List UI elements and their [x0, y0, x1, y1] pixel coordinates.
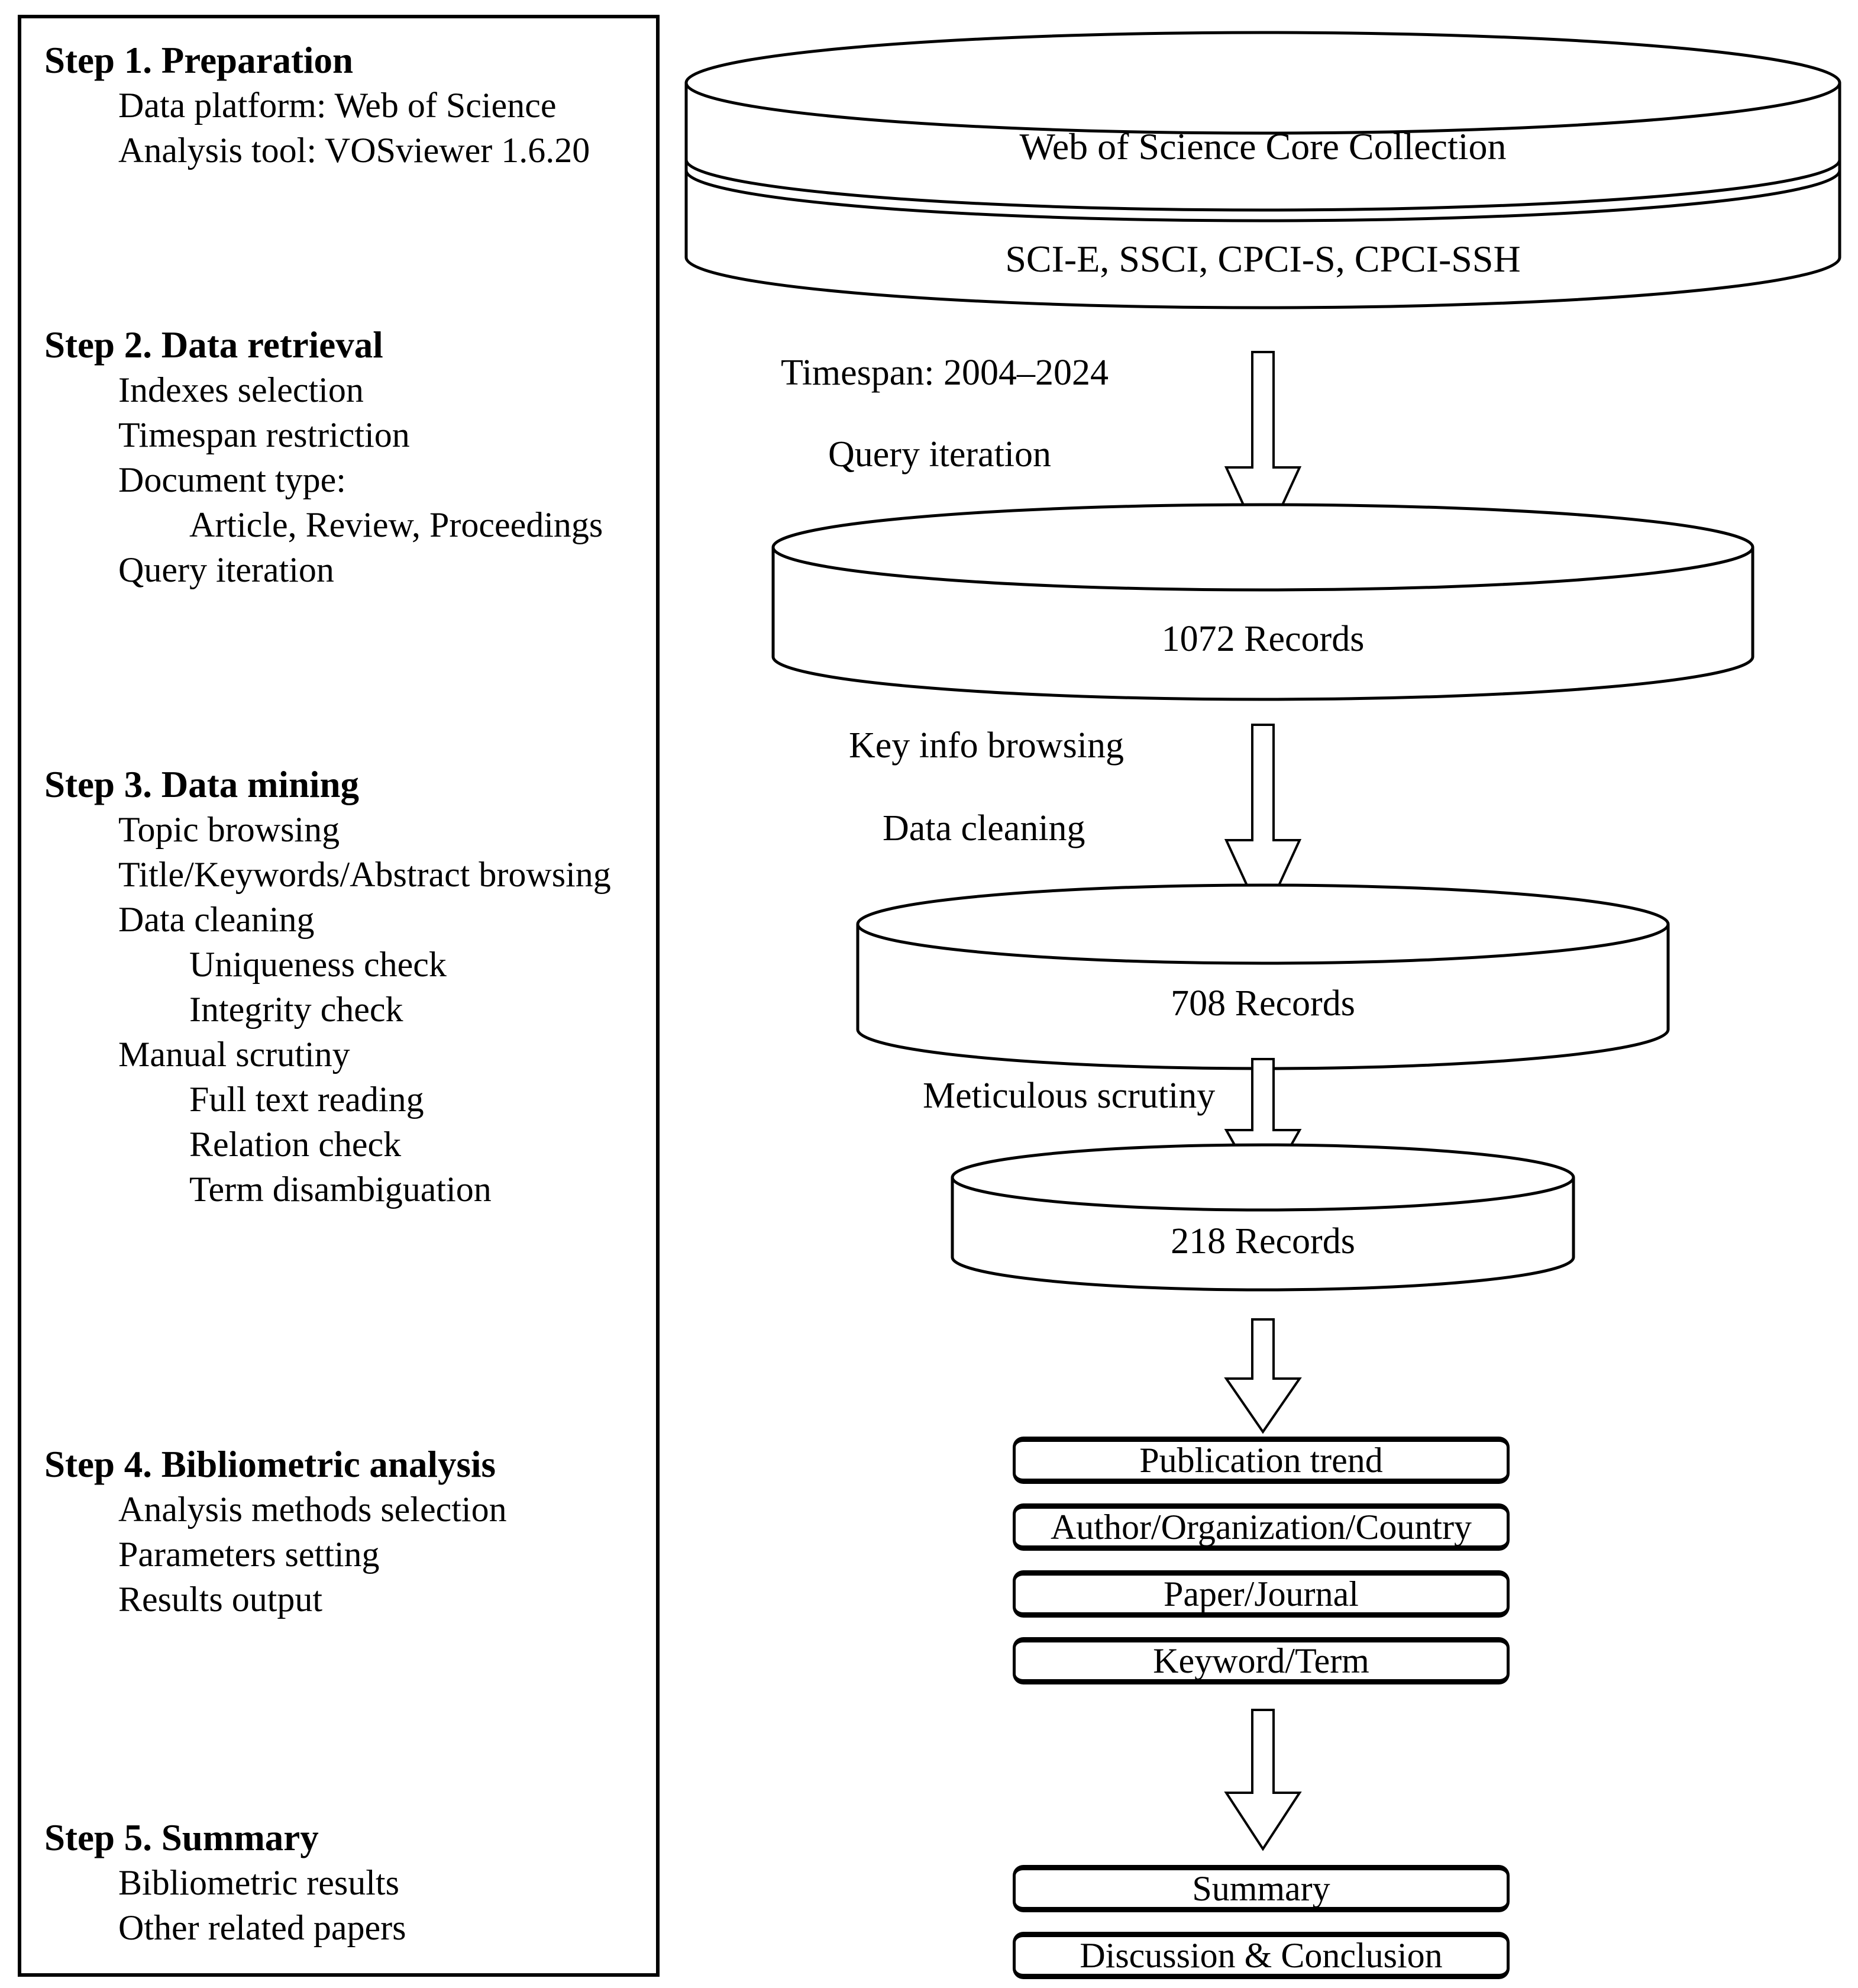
step-item: Topic browsing — [118, 810, 340, 849]
step-item: Term disambiguation — [189, 1170, 492, 1209]
step-item: Data platform: Web of Science — [118, 86, 557, 125]
cylinder-divider-arc — [684, 159, 1841, 212]
cylinder-top-inner-arc — [684, 82, 1841, 135]
step-item: Indexes selection — [118, 370, 364, 409]
step-item: Bibliometric results — [118, 1863, 399, 1902]
db-top-title: Web of Science Core Collection — [1019, 125, 1507, 167]
label-timespan: Timespan: 2004–2024 — [781, 353, 1109, 393]
db-cylinder-218 — [951, 1143, 1575, 1292]
step-item: Manual scrutiny — [118, 1035, 350, 1074]
label-query-iteration: Query iteration — [828, 434, 1052, 475]
label-key-info-browsing: Key info browsing — [849, 725, 1124, 766]
cylinder-divider-arc — [684, 170, 1841, 222]
cylinder-body — [684, 31, 1841, 309]
step-item: Uniqueness check — [189, 945, 447, 984]
records-708-label: 708 Records — [1171, 983, 1355, 1024]
discussion-conclusion-box: Discussion & Conclusion — [1013, 1932, 1510, 1979]
step-item: Parameters setting — [118, 1535, 380, 1574]
cylinder-top-inner-arc — [771, 547, 1754, 592]
step-item: Results output — [118, 1580, 323, 1619]
step-item: Full text reading — [189, 1080, 424, 1119]
cylinder-body — [771, 503, 1754, 701]
records-218-label: 218 Records — [1171, 1221, 1355, 1261]
cylinder-top-inner-arc — [951, 1177, 1575, 1212]
step-item: Other related papers — [118, 1908, 406, 1947]
flow-arrow-4 — [1224, 1318, 1302, 1434]
step-item: Document type: — [118, 460, 346, 499]
cylinder-body — [856, 883, 1670, 1070]
result-box-keyword-term: Keyword/Term — [1013, 1637, 1510, 1684]
summary-box: Summary — [1013, 1865, 1510, 1912]
step-item: Integrity check — [189, 990, 403, 1029]
step-item: Timespan restriction — [118, 415, 410, 454]
step-item: Query iteration — [118, 550, 334, 589]
db-top-subtitle: SCI-E, SSCI, CPCI-S, CPCI-SSH — [1005, 238, 1521, 280]
step-item: Title/Keywords/Abstract browsing — [118, 855, 611, 894]
db-cylinder-708 — [856, 883, 1670, 1070]
step-item: Relation check — [189, 1125, 402, 1164]
records-1072-label: 1072 Records — [1161, 619, 1365, 659]
step-item: Article, Review, Proceedings — [189, 505, 603, 544]
result-box-publication-trend: Publication trend — [1013, 1437, 1510, 1484]
step-item: Data cleaning — [118, 900, 315, 939]
cylinder-top-inner-arc — [856, 924, 1670, 965]
db-cylinder-1072 — [771, 503, 1754, 701]
flow-arrow-2 — [1224, 724, 1302, 923]
step-item: Analysis methods selection — [118, 1490, 507, 1529]
step-item: Analysis tool: VOSviewer 1.6.20 — [118, 131, 590, 170]
step-heading: Step 3. Data mining — [44, 764, 360, 805]
flow-arrow-5 — [1224, 1709, 1302, 1851]
result-box-paper-journal: Paper/Journal — [1013, 1570, 1510, 1618]
result-box-author-organization-country: Author/Organization/Country — [1013, 1503, 1510, 1551]
steps-panel — [18, 15, 660, 1977]
label-data-cleaning: Data cleaning — [883, 808, 1085, 848]
cylinder-body — [951, 1143, 1575, 1292]
step-heading: Step 4. Bibliometric analysis — [44, 1444, 496, 1485]
step-heading: Step 1. Preparation — [44, 40, 354, 81]
step-heading: Step 2. Data retrieval — [44, 324, 383, 366]
step-heading: Step 5. Summary — [44, 1817, 319, 1858]
db-cylinder-core-collection — [684, 31, 1841, 309]
label-meticulous-scrutiny: Meticulous scrutiny — [923, 1076, 1216, 1116]
